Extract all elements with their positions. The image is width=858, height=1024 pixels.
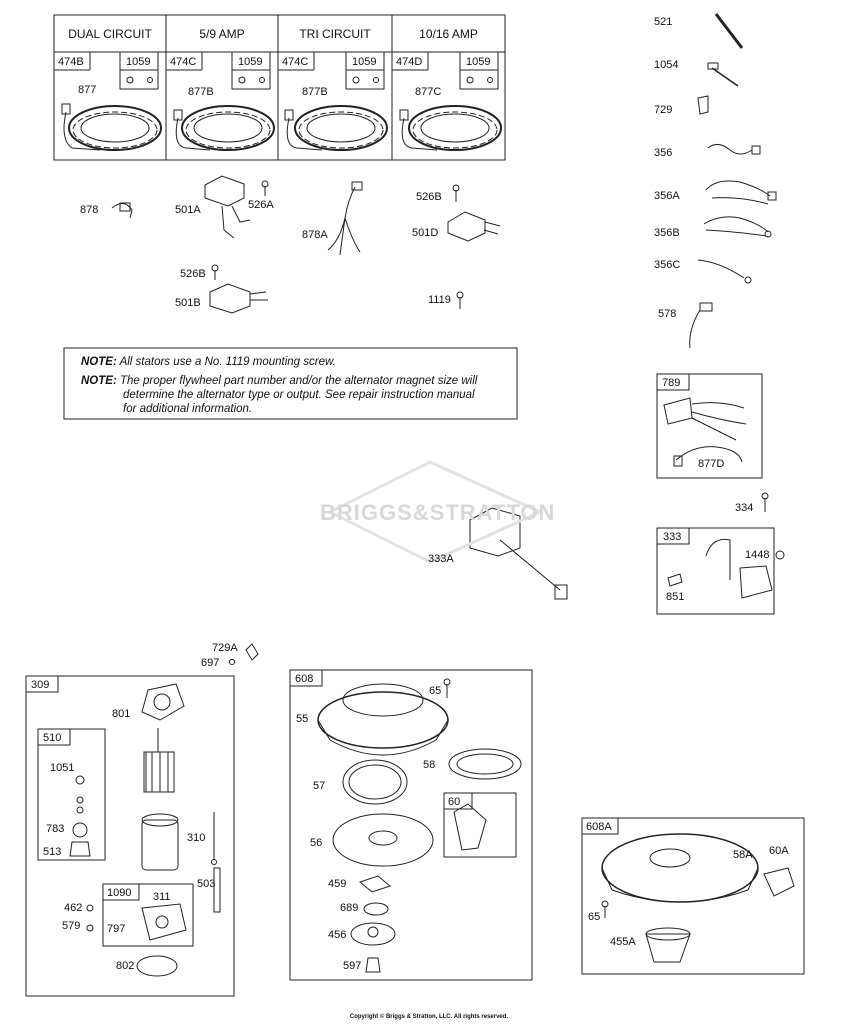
part-356B: 356B: [654, 227, 680, 239]
part-60A: 60A: [769, 845, 789, 857]
part-608: 608: [295, 673, 314, 685]
header-tri-circuit: TRI CIRCUIT: [299, 27, 371, 41]
part-1090: 1090: [107, 887, 132, 899]
part-789: 789: [662, 377, 681, 389]
part-1051: 1051: [50, 762, 75, 774]
part-474C-tri: 474C: [282, 56, 309, 68]
note-2-text-a: The proper flywheel part number and/or t…: [119, 375, 478, 387]
part-783: 783: [46, 823, 65, 835]
note-1: NOTE: All stators use a No. 1119 mountin…: [81, 355, 336, 369]
part-1054: 1054: [654, 59, 679, 71]
part-58A: 58A: [733, 849, 753, 861]
part-65-608A: 65: [588, 911, 601, 923]
part-729: 729: [654, 104, 673, 116]
note-2-line-c: for additional information.: [123, 403, 253, 415]
part-356C: 356C: [654, 259, 681, 271]
watermark-outline: [326, 460, 544, 564]
part-878: 878: [80, 204, 99, 216]
part-521: 521: [654, 16, 673, 28]
part-877D: 877D: [698, 458, 725, 470]
part-579: 579: [62, 920, 81, 932]
stator-illustrations: [61, 76, 502, 151]
part-501D: 501D: [412, 227, 439, 239]
part-697: 697: [201, 657, 220, 669]
part-58: 58: [423, 759, 436, 771]
part-57: 57: [313, 780, 326, 792]
rewind-starter-608A-group: [581, 817, 805, 975]
part-1059-d: 1059: [466, 56, 491, 68]
harness-illustrations: [656, 13, 785, 615]
part-877: 877: [78, 84, 97, 96]
part-578: 578: [658, 308, 677, 320]
part-503: 503: [197, 878, 216, 890]
note-2: NOTE: The proper flywheel part number an…: [81, 374, 477, 388]
part-459: 459: [328, 878, 347, 890]
part-333A: 333A: [428, 553, 454, 565]
part-309: 309: [31, 679, 50, 691]
part-456: 456: [328, 929, 347, 941]
part-474B: 474B: [58, 56, 84, 68]
part-311: 311: [153, 891, 171, 903]
part-333: 333: [663, 531, 682, 543]
part-60: 60: [448, 796, 461, 808]
note-1-text: All stators use a No. 1119 mounting scre…: [119, 356, 336, 368]
header-10-16-amp: 10/16 AMP: [419, 27, 478, 41]
part-474D: 474D: [396, 56, 423, 68]
part-310: 310: [187, 832, 206, 844]
part-878A: 878A: [302, 229, 328, 241]
part-356: 356: [654, 147, 673, 159]
part-729A: 729A: [212, 642, 238, 654]
part-526A: 526A: [248, 199, 274, 211]
note-2-label: NOTE:: [81, 375, 117, 387]
part-802: 802: [116, 960, 135, 972]
brand-watermark: BRIGGS&STRATTON: [320, 500, 556, 525]
part-356A: 356A: [654, 190, 680, 202]
part-877B-tri: 877B: [302, 86, 328, 98]
part-501B: 501B: [175, 297, 201, 309]
part-462: 462: [64, 902, 83, 914]
part-597: 597: [343, 960, 362, 972]
part-455A: 455A: [610, 936, 636, 948]
part-877C: 877C: [415, 86, 442, 98]
header-dual-circuit: DUAL CIRCUIT: [68, 27, 152, 41]
rewind-starter-group: [289, 669, 533, 981]
copyright-text: Copyright © Briggs & Stratton, LLC. All …: [349, 1014, 509, 1020]
part-526B-top: 526B: [416, 191, 442, 203]
part-510: 510: [43, 732, 62, 744]
stator-table-frame: [53, 14, 506, 161]
part-526B: 526B: [180, 268, 206, 280]
part-1059-a: 1059: [126, 56, 151, 68]
part-797: 797: [107, 923, 126, 935]
header-5-9-amp: 5/9 AMP: [199, 27, 245, 41]
part-474C: 474C: [170, 56, 197, 68]
part-513: 513: [43, 846, 62, 858]
part-334: 334: [735, 502, 754, 514]
starter-group: [25, 643, 259, 997]
part-65: 65: [429, 685, 442, 697]
part-877B: 877B: [188, 86, 214, 98]
part-1059-b: 1059: [238, 56, 263, 68]
part-1119: 1119: [428, 294, 451, 306]
ignition-armature-illustration: [469, 507, 568, 600]
part-801: 801: [112, 708, 131, 720]
part-608A: 608A: [586, 821, 612, 833]
note-2-line-b: determine the alternator type or output.…: [123, 389, 475, 401]
regulator-illustrations: [111, 175, 501, 314]
part-689: 689: [340, 902, 359, 914]
part-56: 56: [310, 837, 323, 849]
part-851: 851: [666, 591, 685, 603]
part-1059-c: 1059: [352, 56, 377, 68]
part-1448: 1448: [745, 549, 770, 561]
note-box: [63, 347, 518, 420]
note-1-label: NOTE:: [81, 356, 117, 368]
part-55: 55: [296, 713, 309, 725]
part-501A: 501A: [175, 204, 201, 216]
